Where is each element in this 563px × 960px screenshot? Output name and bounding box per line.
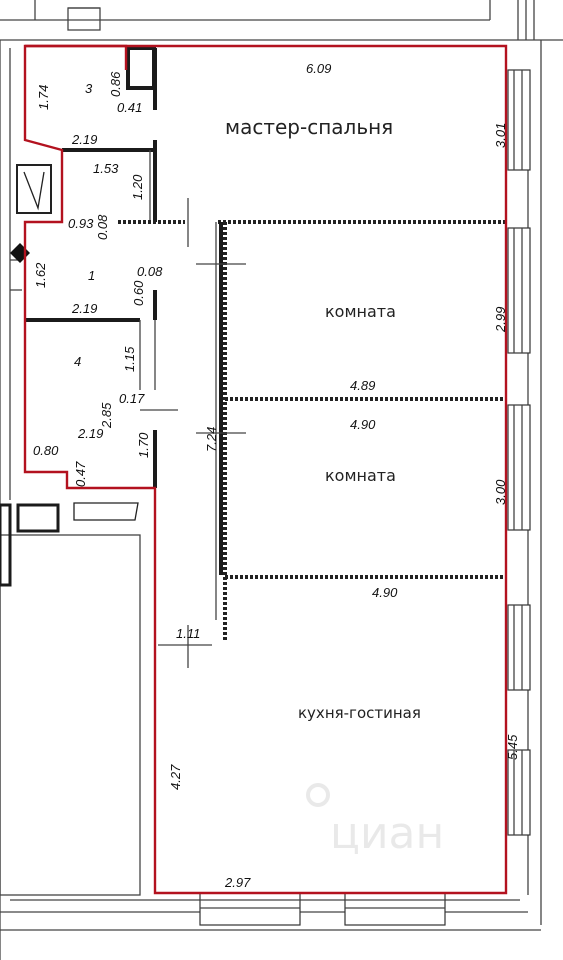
dim-label: 2.97 <box>224 875 251 890</box>
room-number-4: 4 <box>74 354 81 369</box>
windows <box>199 69 531 926</box>
dim-label: 1.74 <box>36 85 51 110</box>
dim-label: 2.19 <box>77 426 103 441</box>
dimensions: 6.09 0.41 2.19 1.53 0.93 0.08 2.19 4.89 … <box>33 61 520 890</box>
dim-label: 0.08 <box>137 264 163 279</box>
dim-label: 2.19 <box>71 301 97 316</box>
dim-label: 0.86 <box>108 71 123 97</box>
room-label-1: комната <box>325 302 396 321</box>
dim-label: 0.17 <box>119 391 145 406</box>
dim-label: 1.15 <box>122 346 137 372</box>
dim-label: 1.20 <box>130 174 145 200</box>
dim-label: 6.09 <box>306 61 331 76</box>
dim-label: 7.24 <box>204 427 219 452</box>
dim-label: 5.45 <box>505 734 520 760</box>
dim-label: 1.70 <box>136 432 151 458</box>
dim-label: 2.19 <box>71 132 97 147</box>
dim-label: 0.08 <box>95 214 110 240</box>
dim-label: 0.47 <box>73 461 88 487</box>
dim-label: 1.53 <box>93 161 119 176</box>
dim-label: 2.85 <box>99 402 114 429</box>
dim-label: 4.27 <box>168 764 183 790</box>
dim-label: 4.90 <box>350 417 376 432</box>
dim-label: 0.80 <box>33 443 59 458</box>
watermark: циан <box>306 783 444 859</box>
room-number-1: 1 <box>88 268 95 283</box>
dim-label: 4.89 <box>350 378 375 393</box>
dim-label: 3.01 <box>493 123 508 148</box>
dim-label: 3.00 <box>493 479 508 505</box>
dim-label: 0.60 <box>131 280 146 306</box>
room-number-3: 3 <box>85 81 93 96</box>
interior-walls <box>0 46 506 668</box>
dim-label: 0.93 <box>68 216 94 231</box>
dim-label: 1.11 <box>176 626 200 641</box>
apartment-outline <box>23 44 508 895</box>
kitchen-label: кухня-гостиная <box>298 704 421 722</box>
dim-label: 1.62 <box>33 262 48 288</box>
dim-label: 2.99 <box>493 307 508 333</box>
room-label-2: комната <box>325 466 396 485</box>
master-bedroom-label: мастер-спальня <box>225 115 393 139</box>
dim-label: 0.41 <box>117 100 142 115</box>
dim-label: 4.90 <box>372 585 398 600</box>
watermark-text: циан <box>330 808 444 859</box>
